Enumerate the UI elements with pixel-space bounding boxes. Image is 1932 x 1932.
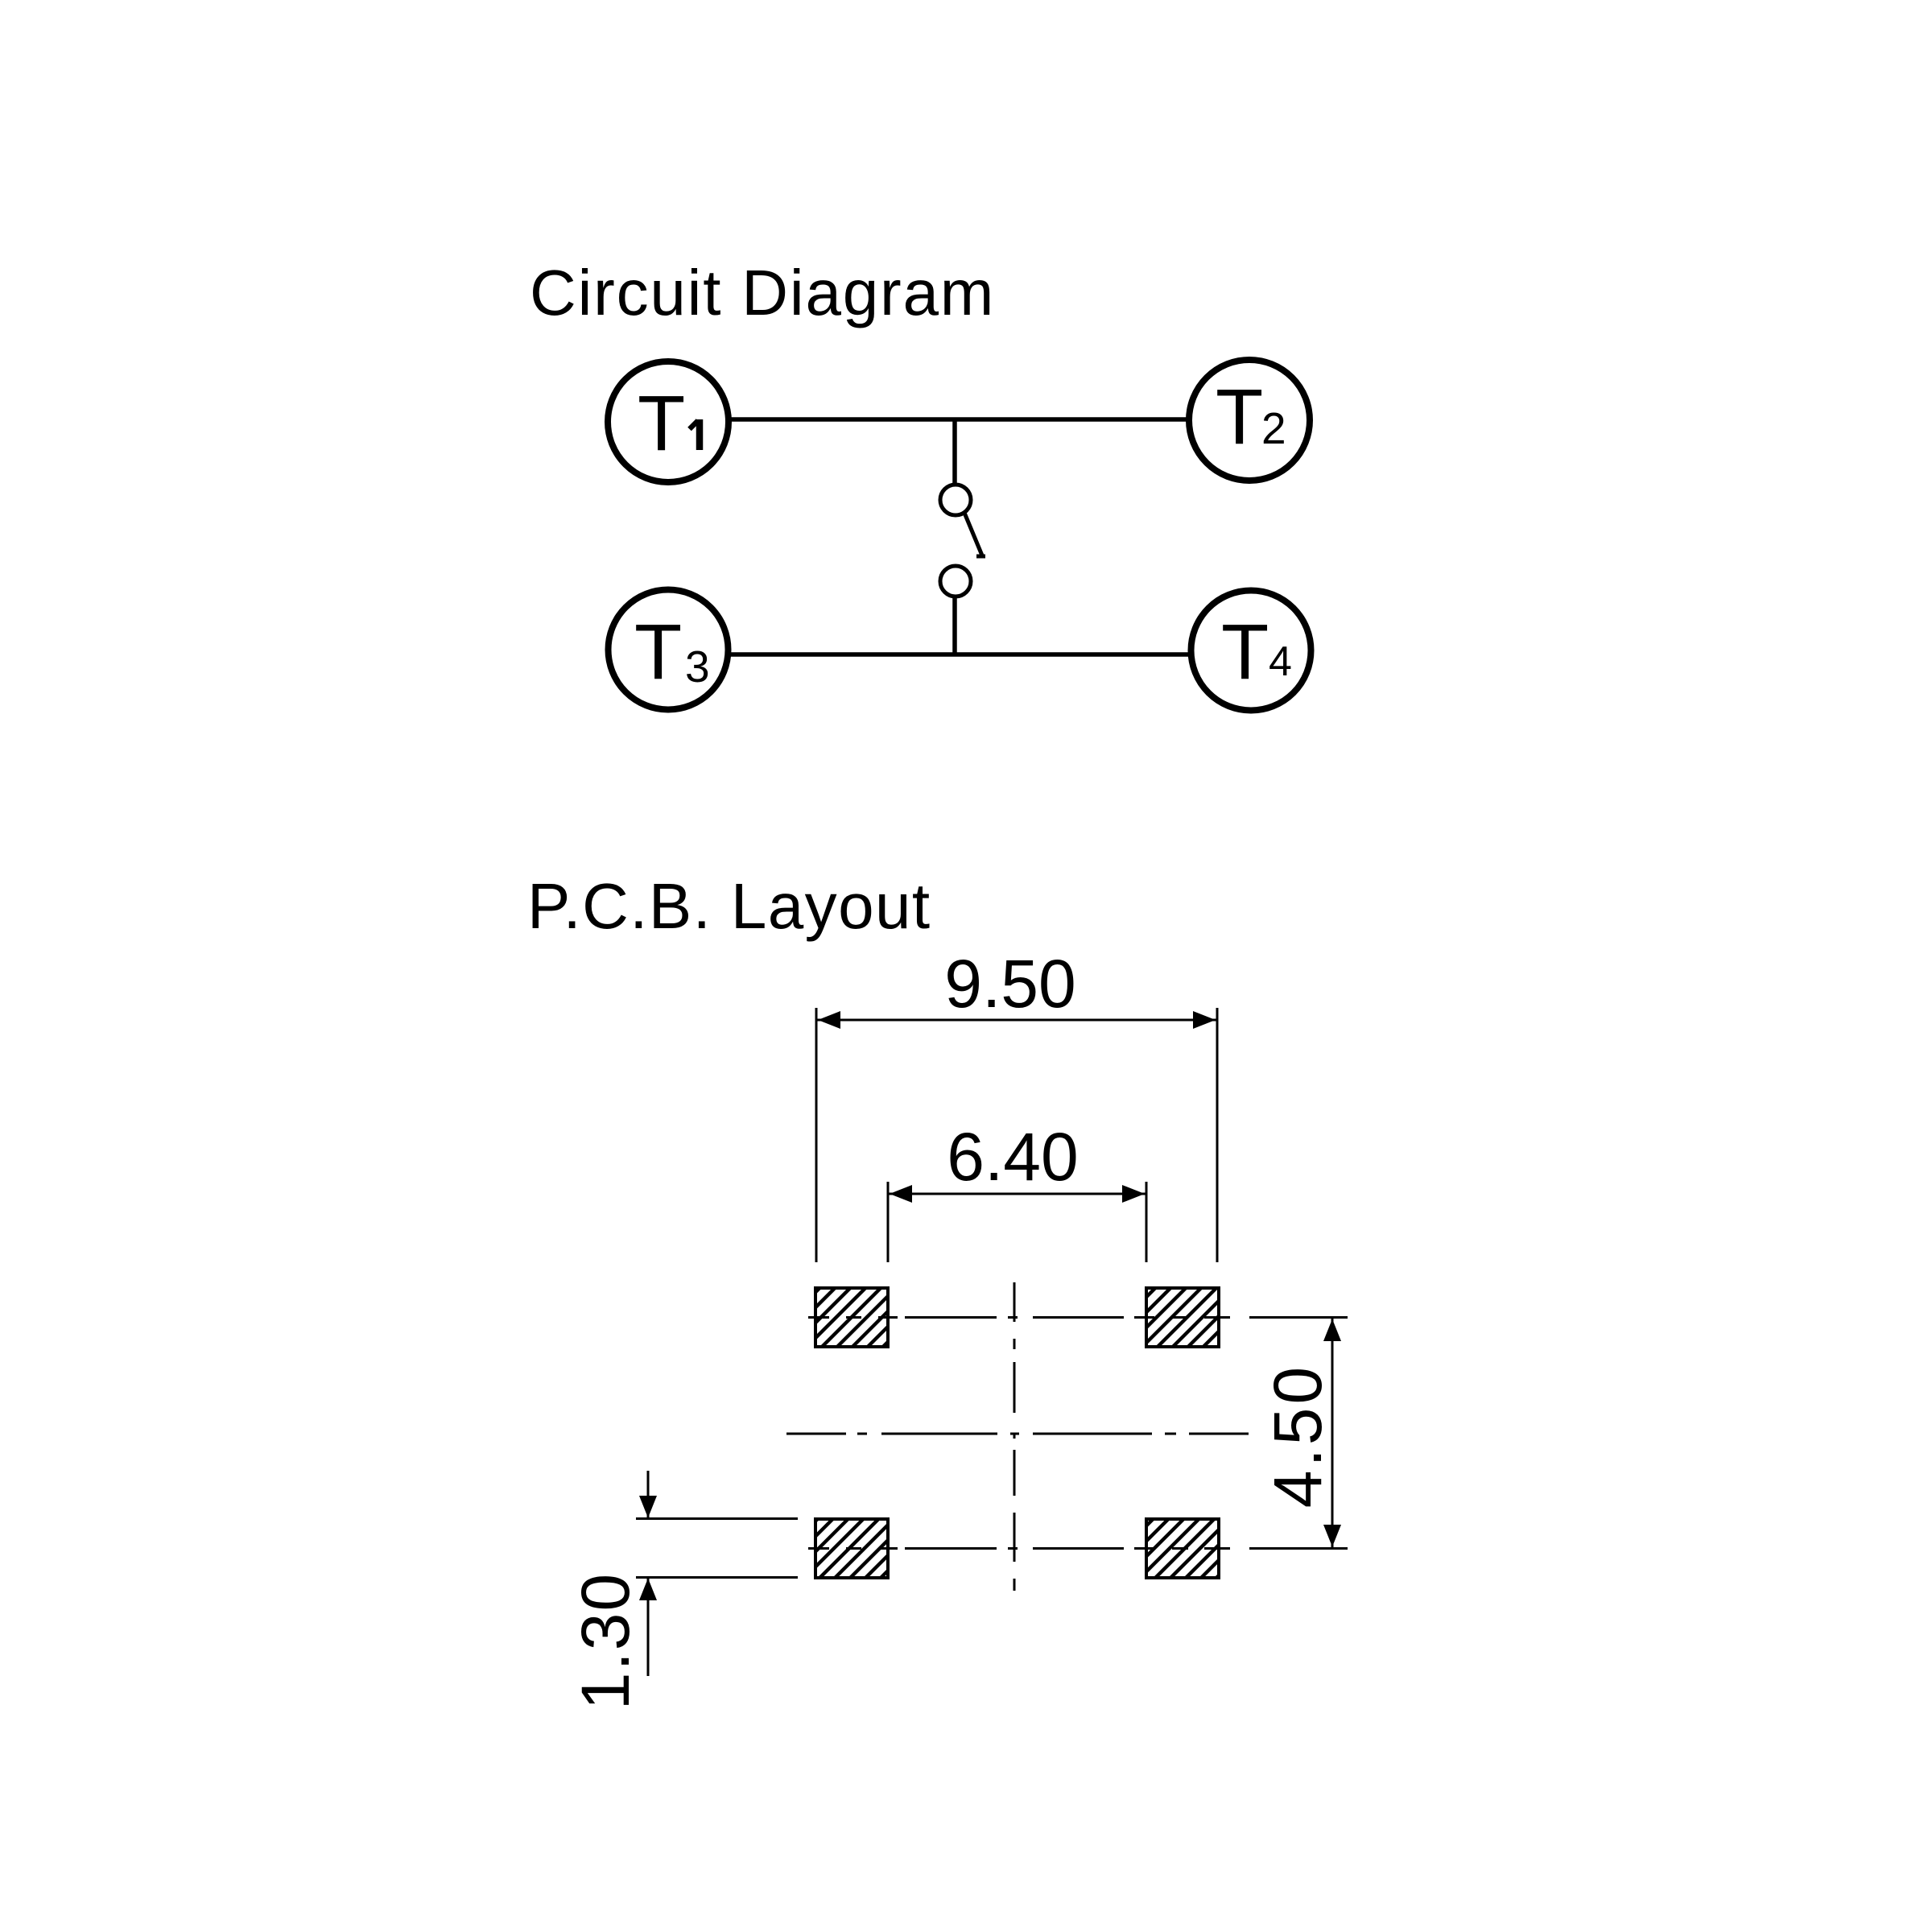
svg-text:2: 2 [1261, 403, 1286, 453]
svg-text:Circuit Diagram: Circuit Diagram [530, 257, 995, 328]
svg-text:T: T [1216, 373, 1263, 460]
svg-text:T: T [1221, 608, 1269, 696]
svg-text:9.50: 9.50 [944, 946, 1076, 1022]
svg-text:4.50: 4.50 [1260, 1364, 1335, 1509]
svg-text:3: 3 [685, 642, 710, 691]
svg-text:6.40: 6.40 [947, 1119, 1079, 1195]
svg-text:T: T [638, 379, 685, 467]
svg-text:P.C.B. Layout: P.C.B. Layout [527, 870, 931, 942]
svg-text:1.30: 1.30 [568, 1572, 643, 1711]
svg-text:T: T [634, 608, 682, 696]
svg-text:4: 4 [1269, 638, 1292, 685]
